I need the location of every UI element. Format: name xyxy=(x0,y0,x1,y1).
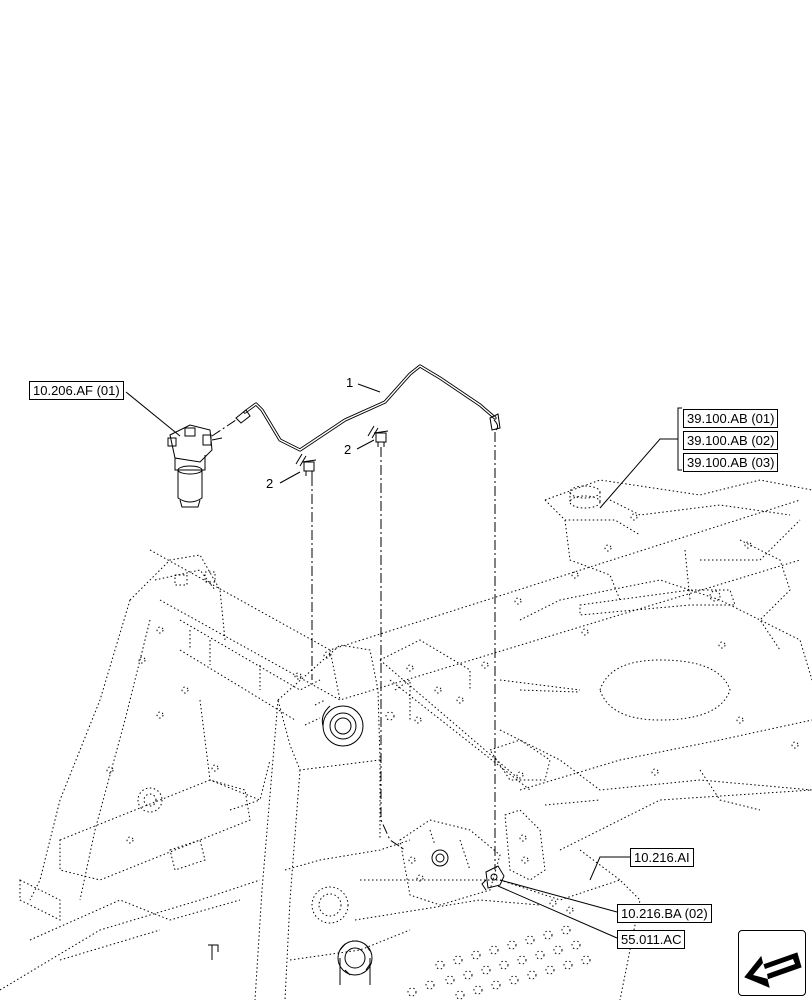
bracket-reference-label[interactable]: 10.216.AI xyxy=(630,848,694,867)
pipe-clip-right xyxy=(373,430,389,447)
port-reference-label[interactable]: 55.011.AC xyxy=(617,930,686,949)
pipe-clip-left xyxy=(301,459,317,476)
fuel-pipe xyxy=(235,364,501,452)
callout-clip-left-number: 2 xyxy=(266,476,274,491)
fuel-filter-assembly xyxy=(167,424,223,508)
lower-right-components xyxy=(208,809,641,1000)
view-direction-arrow-icon[interactable] xyxy=(738,930,806,996)
step-plate-holes xyxy=(407,925,591,1000)
leader-lines xyxy=(125,383,682,939)
callout-clip-right-number: 2 xyxy=(344,442,352,457)
frame-reference-label-01[interactable]: 39.100.AB (01) xyxy=(683,409,779,428)
upper-frame-structure xyxy=(149,479,812,851)
center-pivot-housing xyxy=(254,644,411,1000)
frame-reference-label-02[interactable]: 39.100.AB (02) xyxy=(683,431,779,450)
connector-reference-label[interactable]: 10.216.BA (02) xyxy=(617,904,712,923)
filter-reference-label[interactable]: 10.206.AF (01) xyxy=(29,381,124,400)
assembly-lines xyxy=(211,419,496,870)
left-frame-structure xyxy=(0,554,321,991)
arrow-glyph-icon xyxy=(744,952,802,988)
callout-pipe-number: 1 xyxy=(346,375,354,390)
frame-reference-label-03[interactable]: 39.100.AB (03) xyxy=(683,453,779,472)
